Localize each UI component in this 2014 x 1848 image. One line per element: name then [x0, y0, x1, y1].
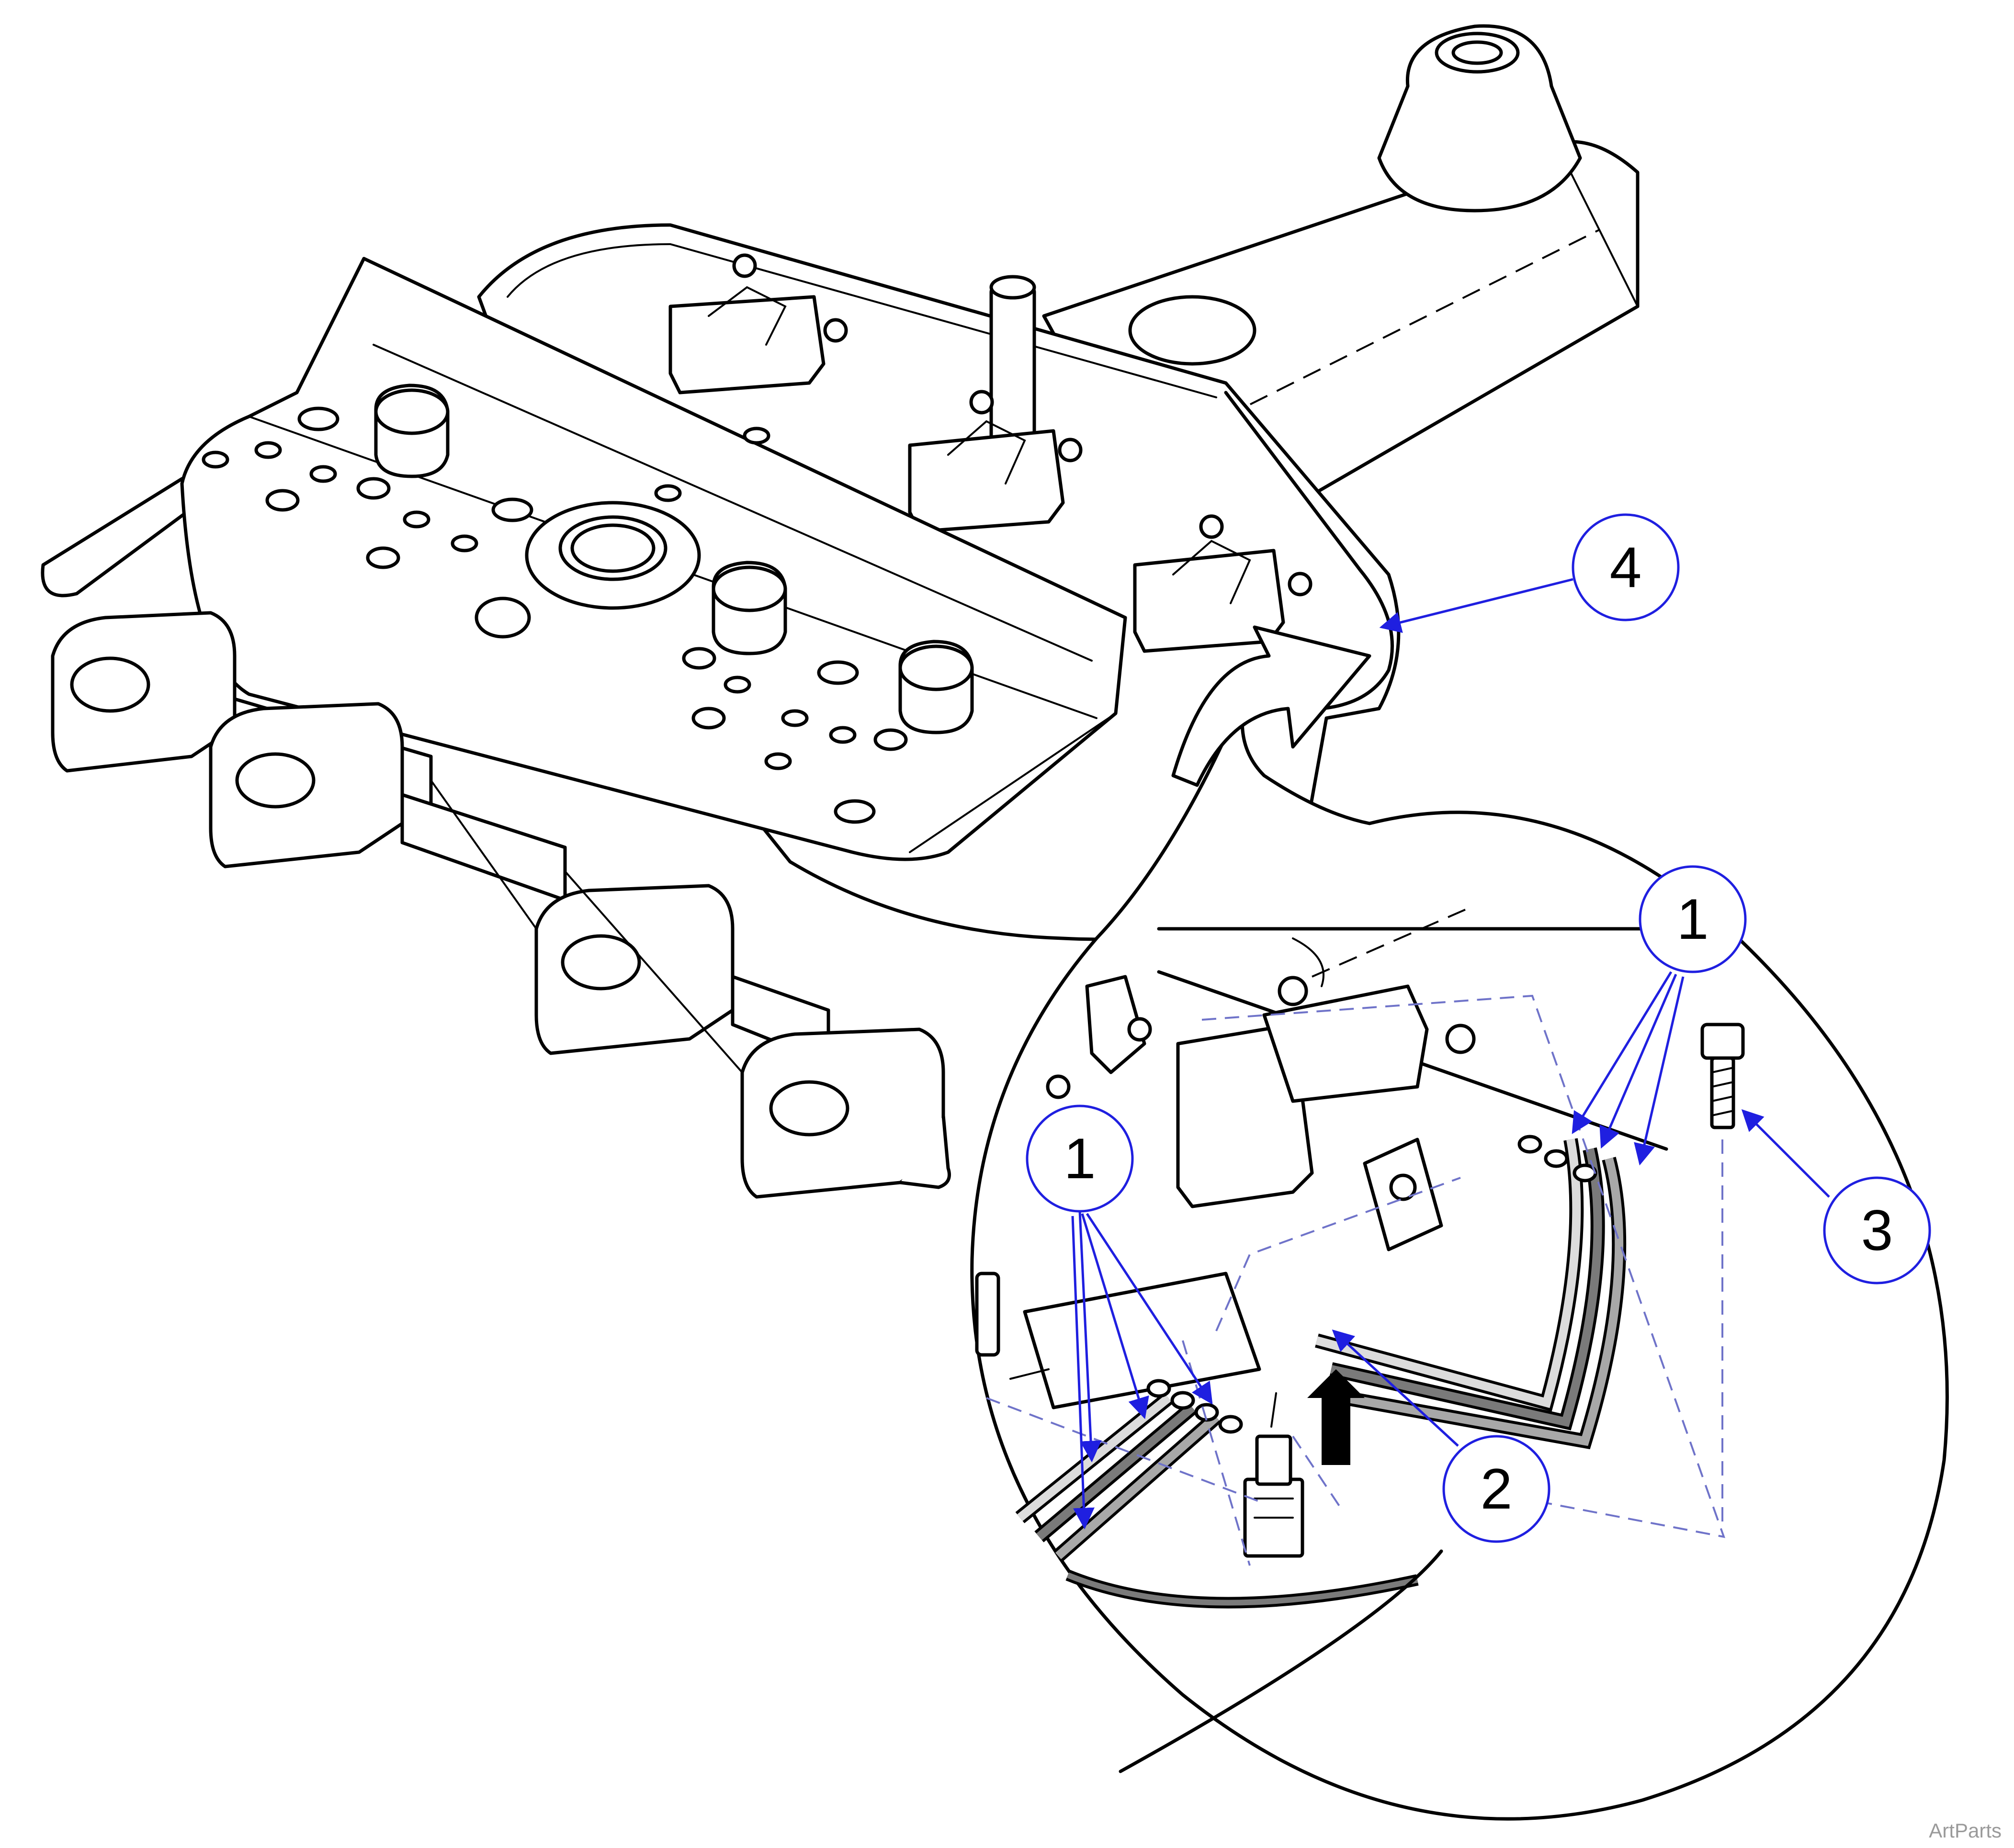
large-knob-2	[712, 561, 787, 655]
leader-lines	[1071, 578, 1830, 1530]
small-controls	[202, 406, 908, 824]
leader-1-left-b	[1081, 1213, 1149, 1420]
callout-3: 3	[1823, 1176, 1931, 1285]
leader-3	[1741, 1109, 1830, 1198]
callout-4-label: 4	[1610, 535, 1642, 599]
main-unit-illustration	[41, 24, 1640, 1199]
large-knob-1	[374, 383, 450, 478]
detail-fitting-stack	[1243, 1392, 1304, 1558]
instrument-holder-4	[740, 1027, 951, 1199]
magnifier-pointer-arrow	[1171, 625, 1371, 787]
callout-1-top-label: 1	[1677, 887, 1709, 951]
cone-cap	[1377, 24, 1582, 213]
holder-bracket-3	[1133, 514, 1312, 653]
large-knob-3	[898, 640, 974, 734]
phantom-lines	[986, 994, 1726, 1566]
leader-2	[1332, 1329, 1459, 1447]
detail-left-bracket	[975, 975, 1152, 1357]
leader-1-top-b	[1599, 974, 1677, 1149]
connectors-right	[1517, 1135, 1597, 1183]
leader-1-top-c	[1634, 976, 1685, 1166]
leader-1-left-c	[1086, 1213, 1213, 1405]
holder-bracket-1	[668, 253, 848, 394]
callout-1-left-label: 1	[1064, 1127, 1096, 1191]
leader-1-top-a	[1572, 971, 1673, 1134]
instrument-holder-2	[209, 702, 567, 902]
connectors-left	[1146, 1379, 1243, 1434]
detail-bracket	[1176, 976, 1476, 1251]
callout-2: 2	[1442, 1435, 1550, 1543]
tray-side	[1224, 391, 1394, 710]
leader-1-left-d	[1071, 1216, 1095, 1530]
callout-1-top: 1	[1639, 865, 1747, 973]
leader-4	[1379, 578, 1573, 633]
cap-screw	[1700, 1023, 1745, 1129]
callout-3-label: 3	[1861, 1198, 1893, 1262]
callout-4: 4	[1572, 513, 1680, 621]
leader-1-left-a	[1078, 1211, 1102, 1463]
callout-1-left: 1	[1026, 1104, 1134, 1213]
callout-2-label: 2	[1481, 1457, 1513, 1521]
up-direction-arrow	[1307, 1369, 1365, 1465]
holder-bracket-2	[908, 390, 1083, 533]
pressure-gauge	[525, 501, 701, 610]
artparts-credit: ArtParts	[1929, 1819, 2002, 1842]
dome	[1128, 295, 1256, 366]
